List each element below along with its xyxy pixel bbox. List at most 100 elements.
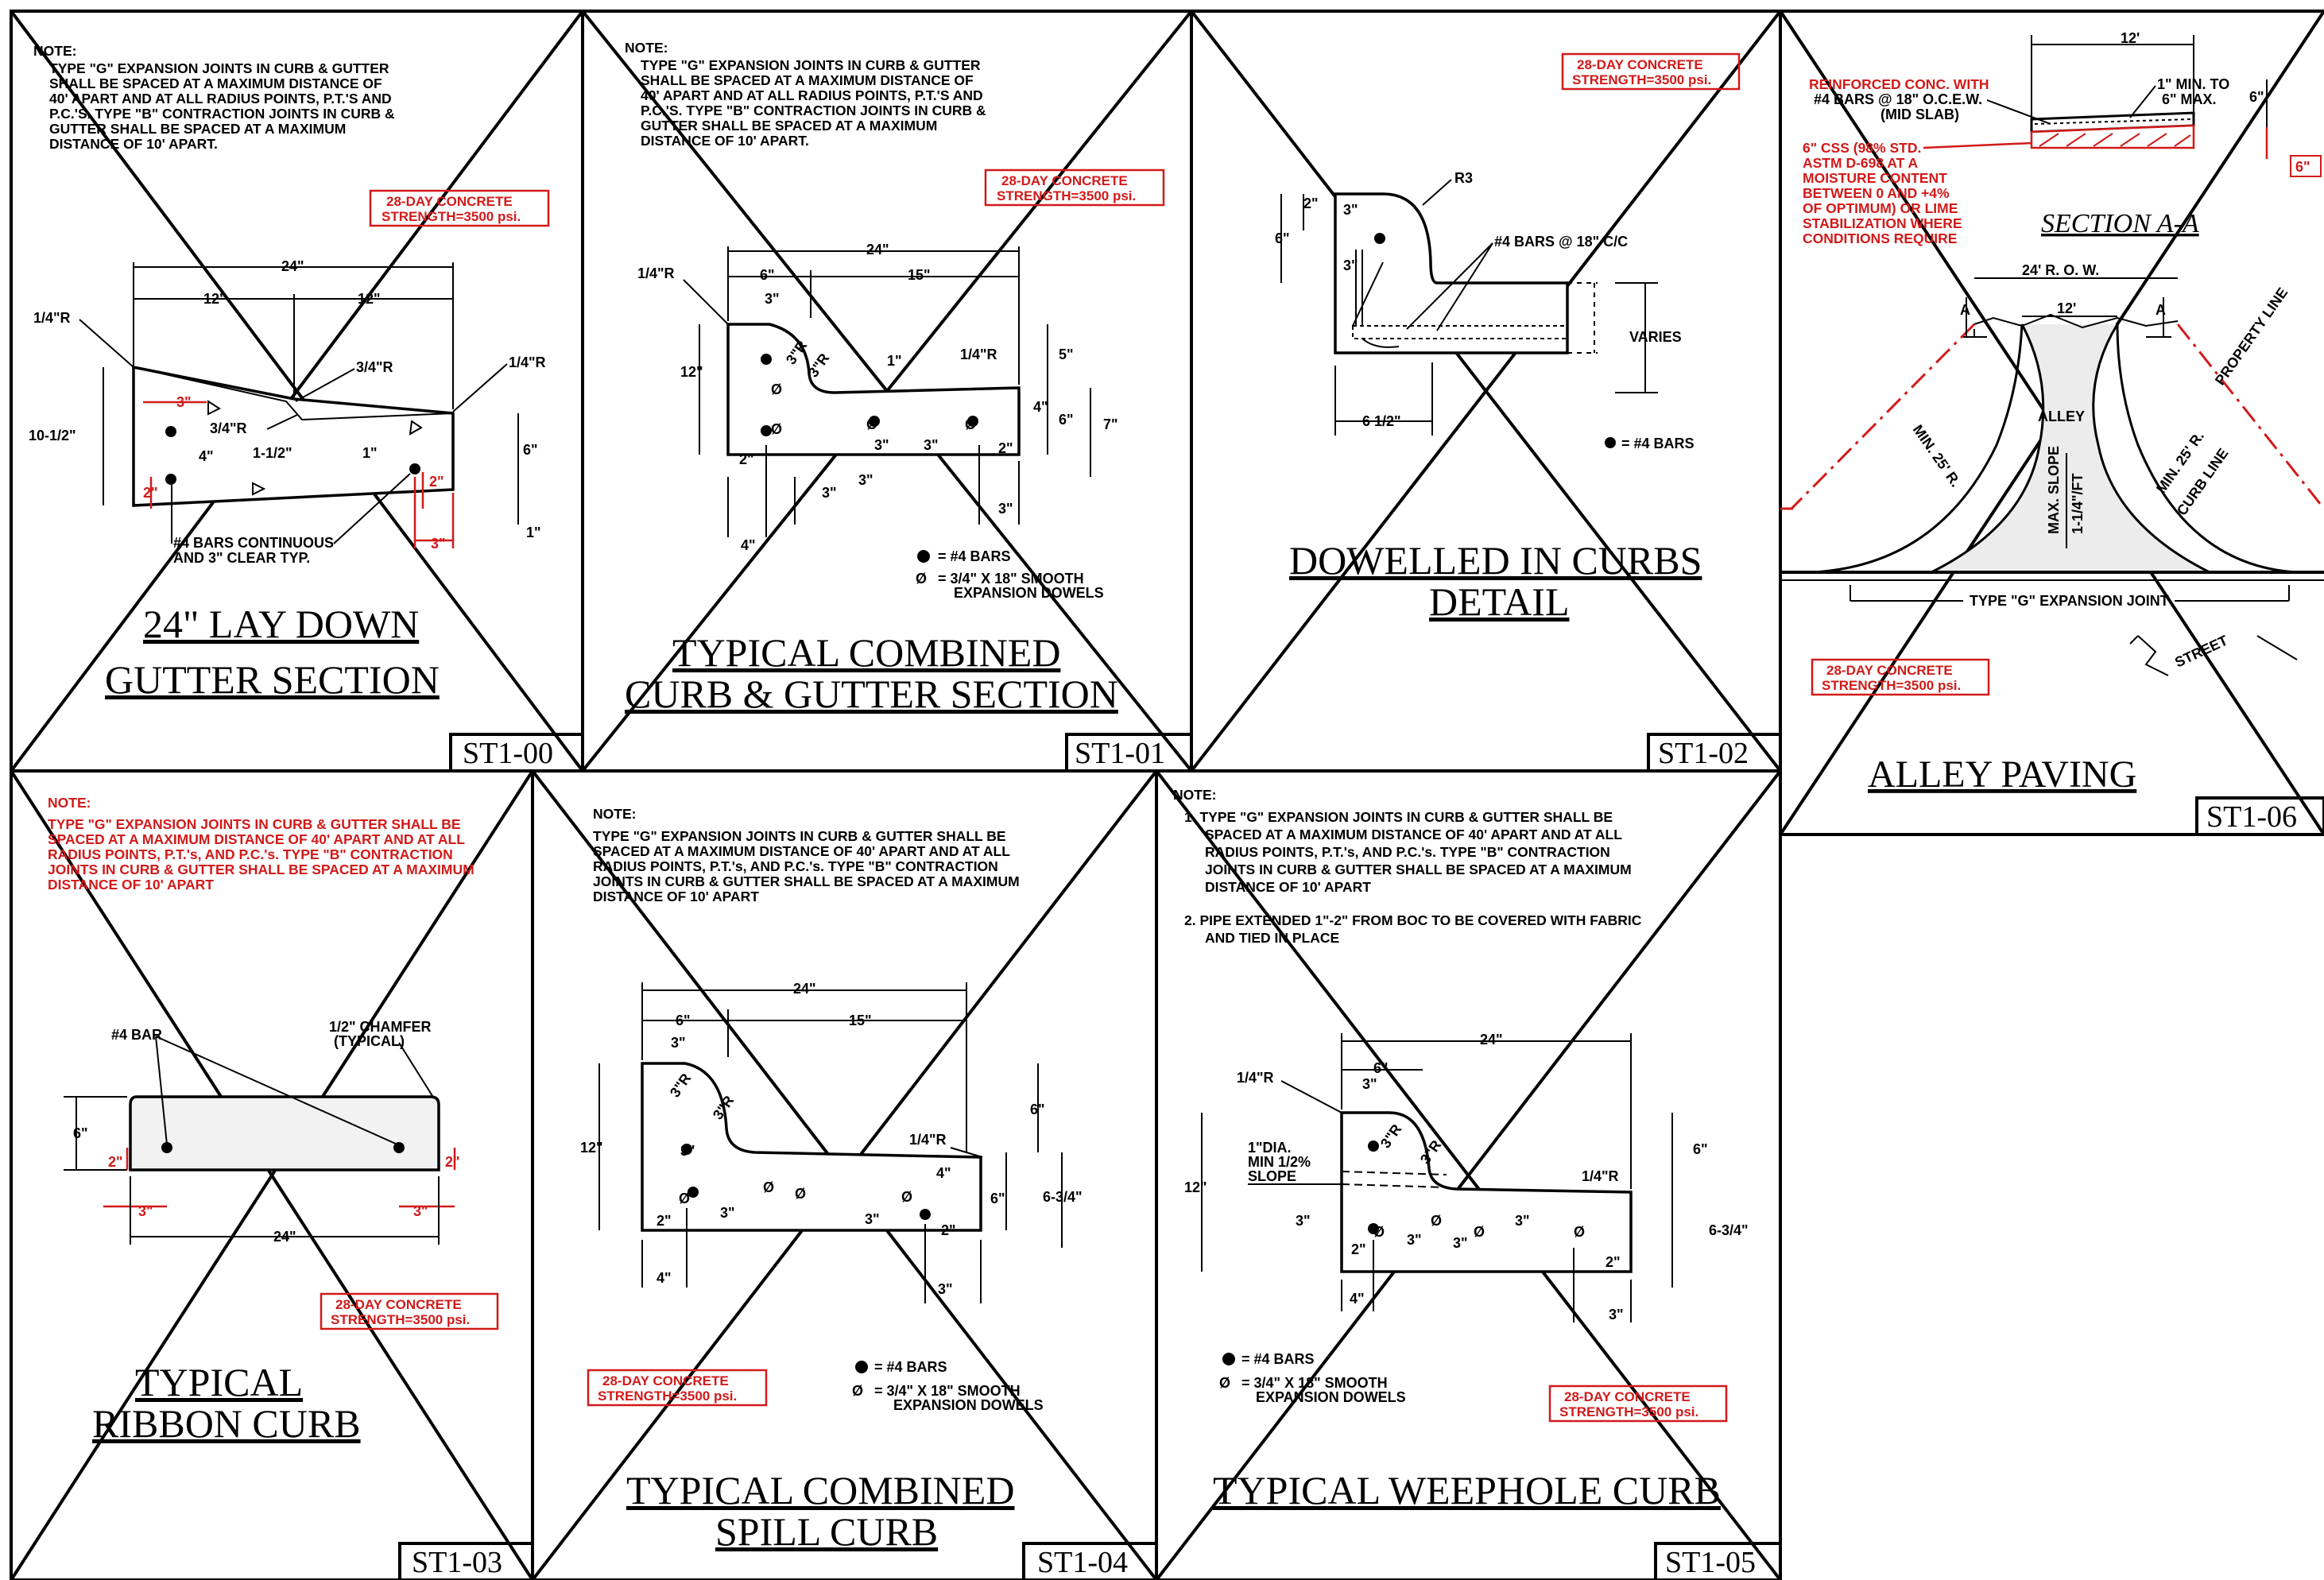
svg-text:DISTANCE OF 10' APART: DISTANCE OF 10' APART bbox=[1205, 879, 1371, 895]
svg-text:Ø: Ø bbox=[1574, 1224, 1585, 1240]
svg-text:2": 2" bbox=[657, 1213, 672, 1229]
legend-st1-01: = #4 BARS Ø = 3/4" X 18" SMOOTH EXPANSIO… bbox=[916, 548, 1104, 601]
svg-text:2": 2" bbox=[429, 474, 444, 490]
concrete-note-st1-01: 28-DAY CONCRETE STRENGTH=3500 psi. bbox=[984, 168, 1165, 207]
svg-text:ALLEY: ALLEY bbox=[2038, 409, 2085, 424]
title-st1-04-line1: TYPICAL COMBINED bbox=[626, 1468, 1014, 1512]
svg-text:12": 12" bbox=[1184, 1179, 1207, 1195]
sheet-number-st1-03: ST1-03 bbox=[412, 1546, 502, 1579]
svg-text:JOINTS IN CURB & GUTTER SHALL: JOINTS IN CURB & GUTTER SHALL BE SPACED … bbox=[593, 873, 1020, 889]
svg-text:1/4"R: 1/4"R bbox=[960, 347, 997, 362]
svg-text:= #4 BARS: = #4 BARS bbox=[1241, 1351, 1315, 1367]
svg-text:2": 2" bbox=[1303, 196, 1319, 211]
svg-text:Ø: Ø bbox=[1431, 1213, 1442, 1229]
sheet-number-st1-04: ST1-04 bbox=[1037, 1546, 1128, 1579]
bar-legend-icon bbox=[855, 1361, 868, 1373]
svg-text:3": 3" bbox=[680, 1143, 695, 1159]
section-title: SECTION A-A bbox=[2041, 209, 2199, 238]
sheet-number-st1-02: ST1-02 bbox=[1658, 737, 1749, 770]
svg-text:6": 6" bbox=[990, 1191, 1005, 1206]
svg-text:STRENGTH=3500 psi.: STRENGTH=3500 psi. bbox=[1572, 72, 1711, 87]
svg-text:STRENGTH=3500 psi.: STRENGTH=3500 psi. bbox=[1559, 1404, 1698, 1419]
dowel-legend-icon: Ø bbox=[852, 1383, 863, 1399]
svg-text:Ø: Ø bbox=[901, 1189, 912, 1205]
x-mark-st1-05-b bbox=[1155, 769, 1782, 1580]
svg-text:MIN 1/2%: MIN 1/2% bbox=[1248, 1154, 1311, 1170]
weephole-curb-drawing: Ø Ø Ø Ø 24" 6" 1/4"R 3" 1"DIA. MIN 1/2% … bbox=[1184, 1032, 1749, 1322]
svg-text:RADIUS POINTS, P.T.'s, AND P.C: RADIUS POINTS, P.T.'s, AND P.C.'s. TYPE … bbox=[48, 846, 453, 862]
svg-text:Ø: Ø bbox=[771, 381, 782, 397]
concrete-note-st1-06: 28-DAY CONCRETE STRENGTH=3500 psi. bbox=[1811, 658, 1990, 696]
sheet-number-st1-05: ST1-05 bbox=[1665, 1546, 1756, 1579]
svg-text:1/4"R: 1/4"R bbox=[637, 265, 675, 281]
panel-st1-05: NOTE: 1. TYPE "G" EXPANSION JOINTS IN CU… bbox=[1173, 787, 1749, 1512]
svg-text:3": 3" bbox=[1296, 1213, 1311, 1229]
svg-text:15": 15" bbox=[908, 267, 931, 283]
svg-text:24": 24" bbox=[793, 981, 816, 997]
svg-text:2": 2" bbox=[1351, 1241, 1366, 1257]
svg-text:DISTANCE OF 10' APART: DISTANCE OF 10' APART bbox=[48, 877, 214, 893]
svg-text:24": 24" bbox=[1480, 1032, 1503, 1048]
svg-text:EXPANSION DOWELS: EXPANSION DOWELS bbox=[1256, 1389, 1406, 1405]
svg-text:4": 4" bbox=[199, 448, 214, 464]
svg-text:28-DAY CONCRETE: 28-DAY CONCRETE bbox=[1577, 57, 1703, 72]
panel-st1-03: NOTE: TYPE "G" EXPANSION JOINTS IN CURB … bbox=[48, 795, 499, 1446]
svg-text:JOINTS IN CURB & GUTTER SHALL: JOINTS IN CURB & GUTTER SHALL BE SPACED … bbox=[48, 862, 474, 877]
svg-text:12": 12" bbox=[680, 364, 703, 380]
concrete-note-st1-04: 28-DAY CONCRETE STRENGTH=3500 psi. bbox=[587, 1369, 768, 1407]
svg-text:3": 3" bbox=[138, 1203, 153, 1219]
svg-text:2": 2" bbox=[739, 451, 754, 467]
svg-text:SLOPE: SLOPE bbox=[1248, 1168, 1296, 1184]
svg-text:= 3/4" X 18" SMOOTH: = 3/4" X 18" SMOOTH bbox=[874, 1383, 1021, 1399]
svg-text:12': 12' bbox=[2057, 300, 2076, 316]
title-st1-00-line2: GUTTER SECTION bbox=[105, 657, 440, 702]
svg-text:DISTANCE OF 10' APART.: DISTANCE OF 10' APART. bbox=[641, 133, 809, 149]
sheet-number-st1-06: ST1-06 bbox=[2206, 800, 2297, 834]
svg-text:#4 BARS @ 18" O.C.E.W.: #4 BARS @ 18" O.C.E.W. bbox=[1814, 91, 1982, 107]
title-st1-02-line1: DOWELLED IN CURBS bbox=[1289, 538, 1702, 583]
svg-text:GUTTER SHALL BE SPACED AT A MA: GUTTER SHALL BE SPACED AT A MAXIMUM bbox=[49, 121, 346, 137]
svg-text:1/4"R: 1/4"R bbox=[33, 310, 71, 326]
svg-text:P.C.'S. TYPE "B" CONTRACTION: P.C.'S. TYPE "B" CONTRACTION JOINTS IN C… bbox=[641, 103, 986, 118]
title-st1-00-line1: 24" LAY DOWN bbox=[143, 602, 419, 646]
svg-text:A: A bbox=[1960, 302, 1970, 318]
svg-text:STABILIZATION WHERE: STABILIZATION WHERE bbox=[1803, 215, 1962, 231]
svg-text:AND 3" CLEAR TYP.: AND 3" CLEAR TYP. bbox=[173, 550, 310, 566]
title-st1-01-line1: TYPICAL COMBINED bbox=[672, 630, 1060, 675]
svg-text:6": 6" bbox=[523, 442, 538, 458]
svg-text:Ø: Ø bbox=[965, 416, 976, 432]
svg-text:4": 4" bbox=[741, 537, 756, 553]
svg-text:Ø: Ø bbox=[679, 1191, 690, 1206]
svg-text:6": 6" bbox=[1030, 1102, 1045, 1117]
svg-text:Ø: Ø bbox=[1373, 1224, 1385, 1240]
svg-text:3": 3" bbox=[1407, 1232, 1422, 1248]
svg-text:2": 2" bbox=[445, 1154, 460, 1170]
svg-text:5": 5" bbox=[1059, 347, 1074, 362]
legend-st1-04: = #4 BARS Ø = 3/4" X 18" SMOOTH EXPANSIO… bbox=[852, 1359, 1044, 1413]
svg-text:2": 2" bbox=[1605, 1254, 1621, 1270]
svg-text:12": 12" bbox=[203, 291, 227, 307]
svg-text:MAX. SLOPE: MAX. SLOPE bbox=[2046, 446, 2062, 534]
sheet-number-boxes: ST1-00 ST1-01 ST1-02 ST1-06 ST1-03 ST1-0… bbox=[398, 733, 2324, 1580]
svg-text:2": 2" bbox=[998, 440, 1013, 456]
svg-text:28-DAY CONCRETE: 28-DAY CONCRETE bbox=[602, 1373, 729, 1388]
svg-text:3": 3" bbox=[1453, 1235, 1468, 1251]
bar-legend-icon bbox=[1222, 1353, 1235, 1365]
svg-text:SHALL BE SPACED AT A MAXIMUM D: SHALL BE SPACED AT A MAXIMUM DISTANCE OF bbox=[49, 76, 382, 91]
note-st1-04: NOTE: TYPE "G" EXPANSION JOINTS IN CURB … bbox=[593, 806, 1020, 904]
svg-text:1" MIN. TO: 1" MIN. TO bbox=[2157, 76, 2229, 92]
panel-borders bbox=[10, 10, 2324, 1580]
svg-text:3": 3" bbox=[998, 501, 1013, 517]
title-st1-02-line2: DETAIL bbox=[1429, 579, 1570, 624]
svg-text:Ø: Ø bbox=[771, 421, 782, 437]
void-x-marks bbox=[10, 10, 2324, 1580]
svg-text:SPACED AT A MAXIMUM DISTANCE O: SPACED AT A MAXIMUM DISTANCE OF 40' APAR… bbox=[48, 831, 465, 847]
svg-text:Ø: Ø bbox=[1474, 1224, 1485, 1240]
svg-text:NOTE:: NOTE: bbox=[1173, 787, 1216, 803]
svg-text:= #4 BARS: = #4 BARS bbox=[1621, 436, 1695, 451]
panel-st1-02: 28-DAY CONCRETE STRENGTH=3500 psi. R3 2"… bbox=[1275, 52, 1741, 624]
red-note-reinforcement: REINFORCED CONC. WITH #4 BARS @ 18" O.C.… bbox=[1809, 76, 2051, 125]
svg-text:JOINTS IN CURB & GUTTER SHALL: JOINTS IN CURB & GUTTER SHALL BE SPACED … bbox=[1205, 862, 1632, 877]
svg-text:3": 3" bbox=[822, 485, 837, 501]
note-st1-01: NOTE: TYPE "G" EXPANSION JOINTS IN CURB … bbox=[625, 40, 986, 149]
